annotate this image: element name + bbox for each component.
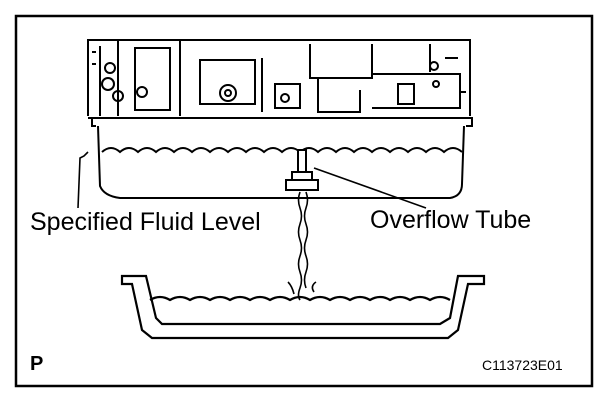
specified-fluid-level-line xyxy=(101,147,463,154)
figure-frame xyxy=(14,14,594,388)
splash-marks xyxy=(287,281,317,295)
specified-fluid-level-label: Specified Fluid Level xyxy=(30,208,261,236)
transmission-body xyxy=(87,39,471,116)
overflow-tube-label: Overflow Tube xyxy=(370,206,531,234)
overflow-tube xyxy=(285,149,319,191)
fluid-level-leader xyxy=(77,151,89,209)
fluid-stream xyxy=(297,191,309,301)
overflow-tube-leader xyxy=(313,167,427,209)
figure-code: C113723E01 xyxy=(482,357,563,373)
oil-pan xyxy=(88,117,473,199)
corner-mark: P xyxy=(30,353,43,375)
drain-tray xyxy=(120,274,486,340)
